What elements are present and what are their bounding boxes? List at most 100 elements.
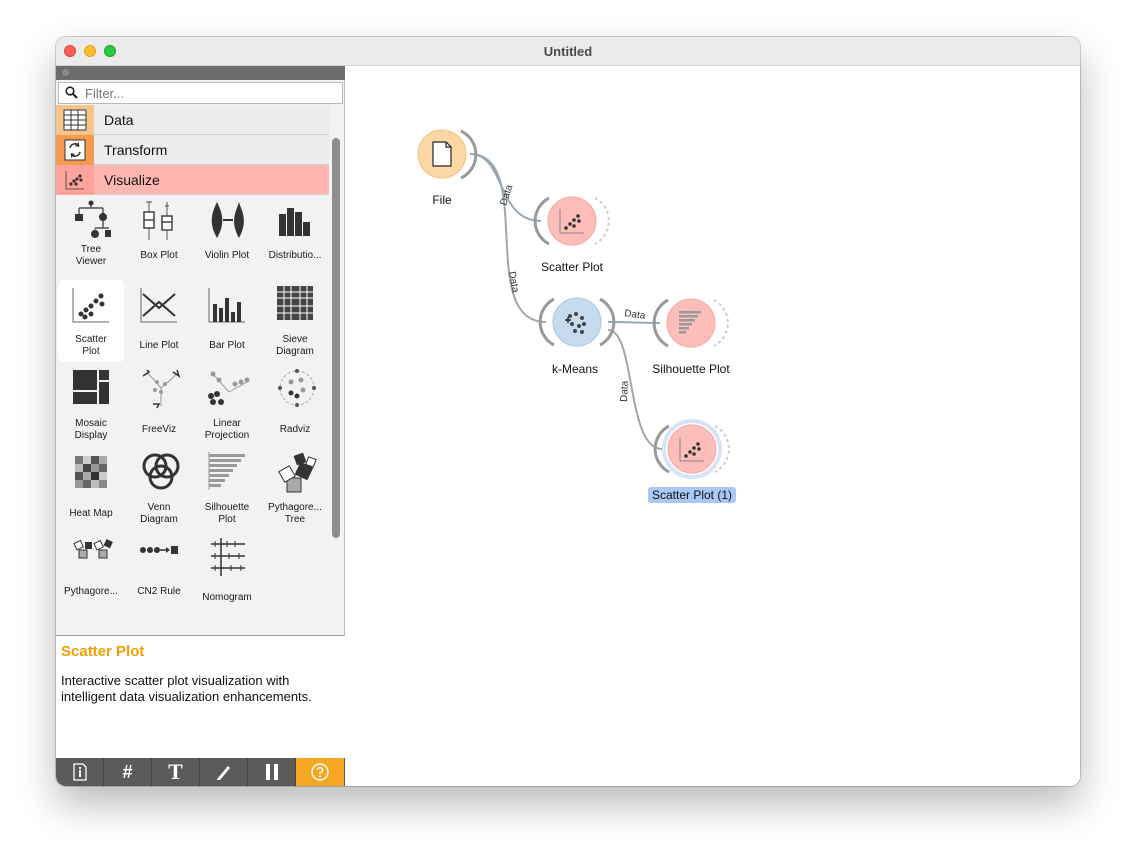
widget-distributions[interactable]: Distributio... xyxy=(262,196,328,278)
widget-toolbox: Data Transform Visualize Tree Viewer Box… xyxy=(56,66,345,786)
description-title: Scatter Plot xyxy=(61,643,145,660)
link-file-kmeans[interactable] xyxy=(469,153,547,323)
maximize-window-button[interactable] xyxy=(104,45,116,57)
widget-label: Box Plot xyxy=(140,250,178,261)
widget-venn-diagram[interactable]: Venn Diagram xyxy=(126,448,192,530)
file-icon xyxy=(432,141,452,167)
tree-viewer-icon xyxy=(75,200,111,238)
widget-pythagorean-tree[interactable]: Pythagore... Tree xyxy=(262,448,328,530)
category-data[interactable]: Data xyxy=(56,105,329,135)
node-scatter-plot-1[interactable] xyxy=(653,419,730,479)
minimize-window-button[interactable] xyxy=(84,45,96,57)
widget-label: Nomogram xyxy=(202,592,252,603)
link-label: Data xyxy=(624,308,647,322)
info-icon xyxy=(72,763,87,781)
widget-freeviz[interactable]: FreeViz xyxy=(126,364,192,446)
cn2-rule-icon xyxy=(140,546,178,554)
widget-label: FreeViz xyxy=(141,424,177,435)
linear-projection-icon xyxy=(208,371,250,405)
dock-close-icon[interactable] xyxy=(62,69,69,76)
dock-handle[interactable] xyxy=(56,66,345,80)
box-plot-icon xyxy=(143,201,173,240)
info-button[interactable] xyxy=(56,758,104,786)
widget-violin-plot[interactable]: Violin Plot xyxy=(194,196,260,278)
window-title: Untitled xyxy=(543,44,593,59)
k-means-icon xyxy=(565,312,586,334)
category-label: Visualize xyxy=(104,172,160,188)
scatter-plot-icon xyxy=(72,288,109,323)
widget-tree-viewer[interactable]: Tree Viewer xyxy=(58,196,124,278)
title-bar: Untitled xyxy=(56,37,1080,66)
scatter-icon xyxy=(679,437,704,462)
bottom-toolbar: # T xyxy=(56,758,345,786)
grid-icon: # xyxy=(122,761,133,782)
widget-label: Scatter Plot xyxy=(75,334,107,357)
category-transform[interactable]: Transform xyxy=(56,135,329,165)
widget-label: Pythagore... xyxy=(64,586,118,597)
distributions-icon xyxy=(279,208,310,236)
text-icon: T xyxy=(168,759,183,784)
description-text: Interactive scatter plot visualization w… xyxy=(61,673,312,704)
widget-label: Violin Plot xyxy=(204,250,250,261)
widget-label: Silhouette Plot xyxy=(204,502,250,525)
scatter-icon xyxy=(559,209,584,234)
widget-cn2-rule[interactable]: CN2 Rule xyxy=(126,532,192,614)
app-window: Untitled Data Transform Visualize xyxy=(56,37,1080,786)
bar-plot-icon xyxy=(208,288,245,323)
mosaic-display-icon xyxy=(73,370,109,404)
close-window-button[interactable] xyxy=(64,45,76,57)
node-label-scatter-plot-1[interactable]: Scatter Plot (1) xyxy=(648,487,736,503)
widget-nomogram[interactable]: Nomogram xyxy=(194,532,260,614)
freeviz-icon xyxy=(142,369,181,409)
node-label-k-means[interactable]: k-Means xyxy=(551,362,598,376)
text-button[interactable]: T xyxy=(152,758,200,786)
node-k-means[interactable] xyxy=(538,297,616,347)
filter-field[interactable] xyxy=(58,82,343,104)
category-visualize[interactable]: Visualize xyxy=(56,165,329,195)
widget-label: Distributio... xyxy=(268,250,322,261)
widget-label: CN2 Rule xyxy=(137,586,181,597)
node-label-file[interactable]: File xyxy=(432,193,452,207)
radviz-icon xyxy=(278,369,316,407)
node-file[interactable] xyxy=(417,129,478,180)
pause-icon xyxy=(265,764,278,780)
toolbox-scrollbar[interactable] xyxy=(332,138,340,538)
grid-button[interactable]: # xyxy=(104,758,152,786)
widget-box-plot[interactable]: Box Plot xyxy=(126,196,192,278)
link-label: Data xyxy=(619,380,631,402)
pythagorean-tree-icon xyxy=(278,452,317,493)
widget-label: Heat Map xyxy=(69,508,113,519)
link-kmeans-silhouette[interactable] xyxy=(607,321,661,324)
pause-button[interactable] xyxy=(248,758,296,786)
pen-icon xyxy=(216,766,230,780)
line-plot-icon xyxy=(140,288,177,323)
silhouette-icon xyxy=(679,311,701,334)
widget-mosaic-display[interactable]: Mosaic Display xyxy=(58,364,124,446)
widget-label: Linear Projection xyxy=(204,418,250,441)
widget-scatter-plot[interactable]: Scatter Plot xyxy=(58,280,124,362)
widget-linear-projection[interactable]: Linear Projection xyxy=(194,364,260,446)
help-button[interactable] xyxy=(296,758,344,786)
widget-heat-map[interactable]: Heat Map xyxy=(58,448,124,530)
category-label: Transform xyxy=(104,142,168,158)
nomogram-icon xyxy=(211,538,245,576)
widget-pythagorean-forest[interactable]: Pythagore... xyxy=(58,532,124,614)
widget-silhouette-plot[interactable]: Silhouette Plot xyxy=(194,448,260,530)
pen-button[interactable] xyxy=(200,758,248,786)
widget-sieve-diagram[interactable]: Sieve Diagram xyxy=(262,280,328,362)
category-label: Data xyxy=(104,112,134,128)
node-label-silhouette-plot[interactable]: Silhouette Plot xyxy=(652,362,730,376)
widget-bar-plot[interactable]: Bar Plot xyxy=(194,280,260,362)
node-label-scatter-plot[interactable]: Scatter Plot xyxy=(540,260,604,274)
silhouette-plot-icon xyxy=(208,452,245,490)
widget-label: Venn Diagram xyxy=(140,502,178,525)
link-label: Data xyxy=(506,271,521,294)
node-silhouette-plot[interactable] xyxy=(652,298,729,348)
workflow-canvas[interactable]: Data Data Data Data xyxy=(346,66,1080,786)
node-scatter-plot[interactable] xyxy=(533,196,610,246)
widget-radviz[interactable]: Radviz xyxy=(262,364,328,446)
widget-line-plot[interactable]: Line Plot xyxy=(126,280,192,362)
link-kmeans-scatter2[interactable] xyxy=(607,329,663,450)
filter-input[interactable] xyxy=(85,84,335,102)
widget-label: Bar Plot xyxy=(209,340,245,351)
